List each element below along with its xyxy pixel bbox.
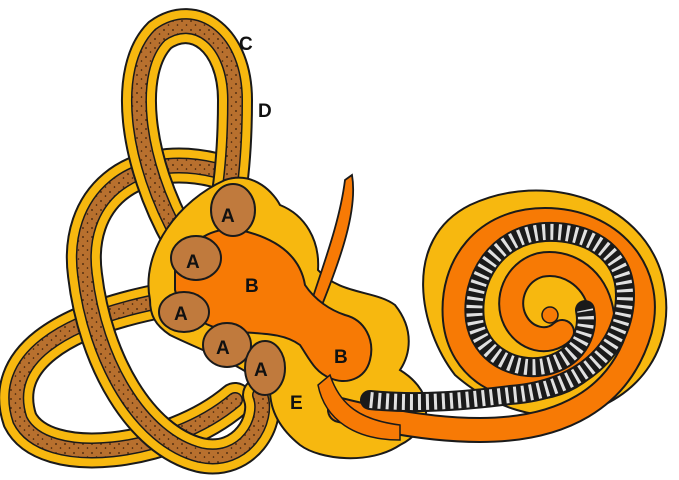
label-a-5: A xyxy=(254,360,268,381)
label-b-1: B xyxy=(245,276,259,297)
label-b-2: B xyxy=(334,347,348,368)
label-c: C xyxy=(239,34,253,55)
label-a-4: A xyxy=(216,338,230,359)
label-a-2: A xyxy=(186,252,200,273)
label-e: E xyxy=(290,393,303,414)
label-d: D xyxy=(258,101,272,122)
label-a-1: A xyxy=(221,206,235,227)
label-a-3: A xyxy=(174,304,188,325)
cochlea-apex xyxy=(542,307,558,323)
